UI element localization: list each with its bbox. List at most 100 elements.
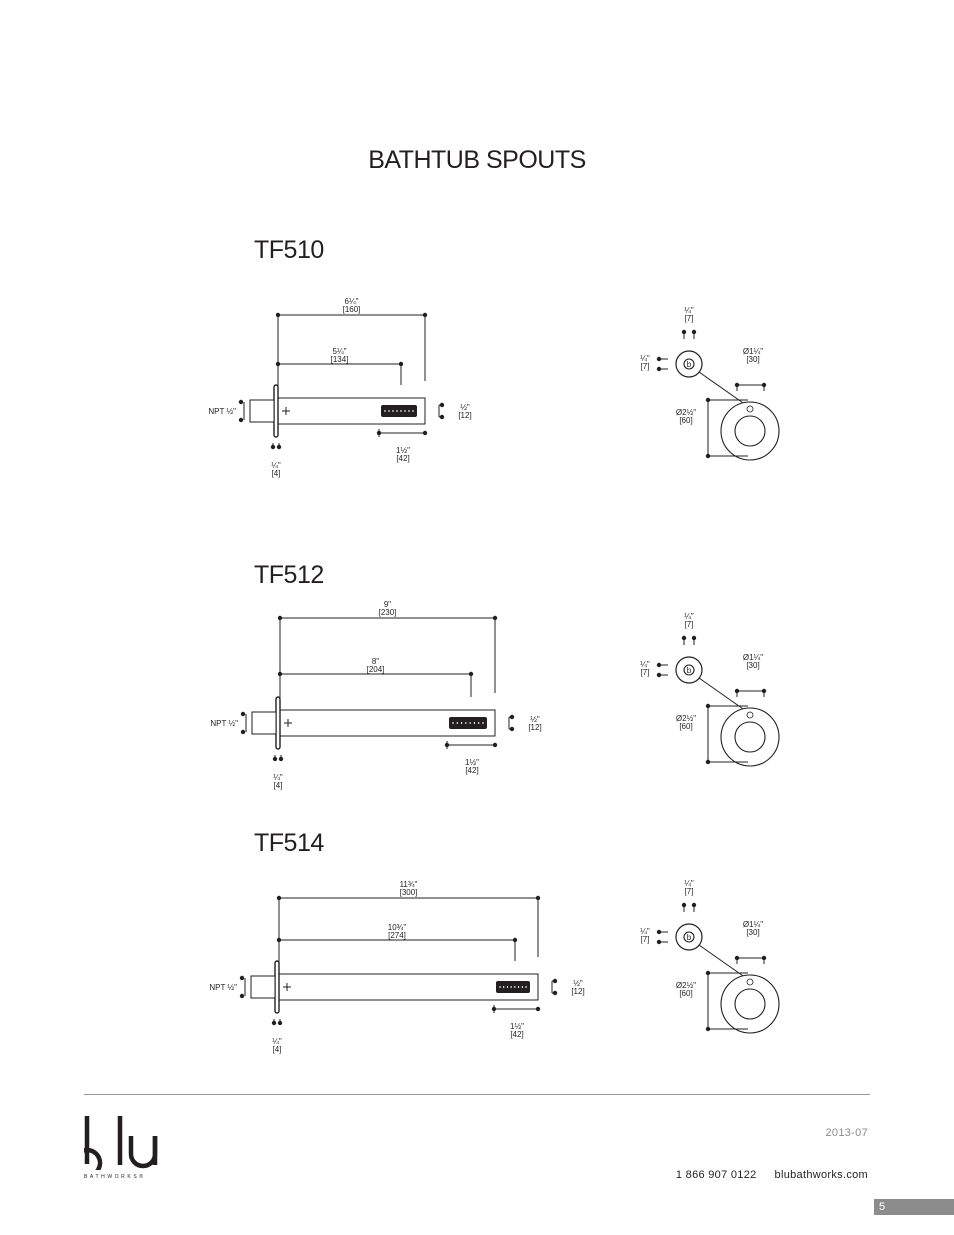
aerator-slot — [449, 717, 487, 729]
phone-number: 1 866 907 0122 — [675, 1169, 757, 1181]
spout-bore — [734, 721, 766, 753]
dimension-dot — [492, 742, 498, 748]
height-label: [12] — [528, 723, 541, 732]
overall-length-label: [300] — [400, 888, 418, 897]
spout-length-label: 8" — [372, 657, 379, 666]
aerator-length-label: 1½" — [396, 446, 410, 455]
end-view-top-label: [7] — [685, 314, 694, 323]
dimension-dot — [239, 993, 245, 999]
npt-nipple — [251, 711, 277, 735]
contact-line: 1 866 907 0122 blubathworks.com — [676, 1169, 868, 1181]
spout-length-label: [134] — [331, 355, 349, 364]
flange-thickness-label: ¼" — [273, 773, 283, 782]
end-view-side-label: ¼" — [640, 354, 650, 363]
large-diameter-label: [60] — [679, 989, 692, 998]
npt-label: NPT ½" — [209, 983, 237, 992]
end-view-side-label: ¼" — [640, 660, 650, 669]
spout-bore — [734, 988, 766, 1020]
large-diameter-label: Ø2½" — [676, 408, 696, 417]
wall-flange — [273, 384, 279, 438]
end-view-side-label: ¼" — [640, 927, 650, 936]
dimension-dot — [238, 417, 244, 423]
npt-label: NPT ½" — [208, 407, 236, 416]
end-view-top-label: ¼" — [684, 612, 694, 621]
small-diameter-label: Ø1¼" — [743, 920, 763, 929]
large-diameter-label: Ø2½" — [676, 981, 696, 990]
model-title-tf512: TF512 — [254, 561, 324, 589]
logo-glyph-small: b — [687, 933, 692, 942]
overall-length-label: 6¼" — [345, 297, 359, 306]
overall-length-label: [230] — [379, 608, 397, 617]
spout-bore — [734, 415, 766, 447]
logo-badge-small — [683, 358, 695, 370]
spout-length-label: [274] — [388, 931, 406, 940]
overall-length-label: [160] — [343, 305, 361, 314]
overall-length-label: 11¾" — [400, 880, 418, 889]
aerator-length-label: 1½" — [510, 1022, 524, 1031]
height-label: ½" — [530, 715, 540, 724]
logo-glyph-small: b — [687, 360, 692, 369]
end-view-top-label: [7] — [685, 887, 694, 896]
spout-length-label: 5¼" — [333, 347, 347, 356]
aerator-length-label: [42] — [396, 454, 409, 463]
flange-thickness-label: [4] — [272, 469, 281, 478]
logo-badge-large — [746, 978, 754, 986]
page-number: 5 — [874, 1199, 954, 1215]
end-view-side-label: [7] — [641, 362, 650, 371]
dimension-dot — [239, 975, 245, 981]
aerator-length-label: [42] — [465, 766, 478, 775]
wall-flange — [275, 696, 281, 750]
flange-thickness-label: [4] — [273, 1045, 282, 1054]
flange-thickness-label: ¼" — [271, 461, 281, 470]
footer-divider — [84, 1094, 870, 1095]
end-view-top-label: [7] — [685, 620, 694, 629]
dimension-dot — [422, 430, 428, 436]
npt-label: NPT ½" — [210, 719, 238, 728]
end-view-side-label: [7] — [641, 668, 650, 677]
small-diameter-label: Ø1¼" — [743, 653, 763, 662]
flange-thickness-label: ¼" — [272, 1037, 282, 1046]
brand-subtitle: BATHWORKS® — [84, 1174, 146, 1180]
website-link[interactable]: blubathworks.com — [774, 1169, 868, 1181]
model-title-tf514: TF514 — [254, 829, 324, 857]
large-diameter-label: [60] — [679, 722, 692, 731]
flange-thickness-label: [4] — [274, 781, 283, 790]
dimension-dot — [535, 1006, 541, 1012]
revision-date: 2013-07 — [825, 1127, 868, 1139]
height-label: [12] — [458, 411, 471, 420]
aerator-length-label: 1½" — [465, 758, 479, 767]
dimension-dot — [240, 711, 246, 717]
spout-body — [278, 973, 539, 1001]
small-diameter-label: [30] — [746, 928, 759, 937]
dimension-dot — [240, 729, 246, 735]
small-diameter-label: [30] — [746, 661, 759, 670]
logo-glyph-small: b — [687, 666, 692, 675]
logo-badge-large — [746, 711, 754, 719]
blu-logo — [84, 1116, 158, 1170]
end-view-top-label: ¼" — [684, 879, 694, 888]
dimension-dot — [238, 399, 244, 405]
aerator-length-label: [42] — [510, 1030, 523, 1039]
npt-nipple — [249, 399, 275, 423]
model-title-tf510: TF510 — [254, 236, 324, 264]
height-label: ½" — [460, 403, 470, 412]
height-label: ½" — [573, 979, 583, 988]
end-view-top-label: ¼" — [684, 306, 694, 315]
small-diameter-label: Ø1¼" — [743, 347, 763, 356]
spout-length-label: 10¾" — [388, 923, 407, 932]
large-diameter-label: Ø2½" — [676, 714, 696, 723]
logo-badge-small — [683, 931, 695, 943]
wall-flange — [274, 960, 280, 1014]
page-title: BATHTUB SPOUTS — [368, 146, 586, 174]
aerator-slot — [496, 981, 530, 993]
height-label: [12] — [571, 987, 584, 996]
overall-length-label: 9" — [384, 600, 391, 609]
end-view-side-label: [7] — [641, 935, 650, 944]
small-diameter-label: [30] — [746, 355, 759, 364]
aerator-slot — [381, 405, 417, 417]
large-diameter-label: [60] — [679, 416, 692, 425]
logo-badge-large — [746, 405, 754, 413]
spout-length-label: [204] — [367, 665, 385, 674]
logo-badge-small — [683, 664, 695, 676]
